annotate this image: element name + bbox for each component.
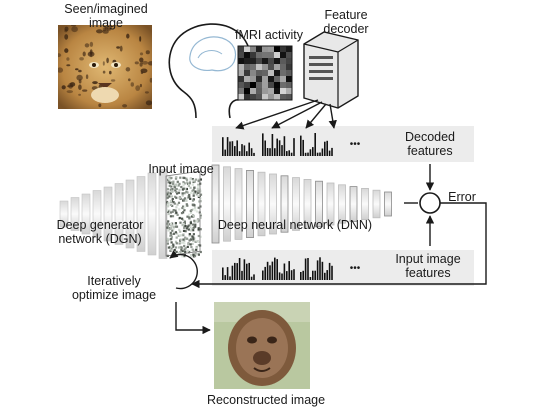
seen-image-label: Seen/imagined image — [64, 2, 148, 30]
ellipsis-top: ••• — [349, 139, 361, 150]
decoded-features-label: Decoded features — [404, 130, 456, 158]
decoded-features-band — [212, 126, 474, 162]
fmri-activity-grid — [237, 45, 293, 101]
reconstructed-image-photo — [214, 302, 310, 389]
input-image-noise — [165, 170, 203, 258]
ellipsis-bottom: ••• — [349, 263, 361, 274]
input-image-label: Input image — [148, 162, 214, 176]
input-feature-bars — [222, 257, 333, 280]
input-image-features-band — [212, 250, 474, 286]
fmri-activity-label: fMRI activity — [234, 28, 304, 42]
dnn-layers — [211, 164, 392, 244]
dgn-layers — [59, 169, 168, 259]
dnn-label: Deep neural network (DNN) — [217, 218, 373, 232]
dgn-label: Deep generator network (DGN) — [56, 218, 144, 246]
seen-image-photo — [58, 25, 152, 109]
input-image-features-label: Input image features — [395, 252, 461, 280]
optimize-image-label: Iteratively optimize image — [71, 274, 157, 302]
error-label: Error — [448, 190, 476, 204]
feature-decoder-label: Feature decoder — [323, 8, 369, 36]
server-icon — [303, 31, 359, 109]
reconstructed-image-label: Reconstructed image — [206, 393, 326, 407]
error-comparator — [419, 192, 441, 214]
decoded-feature-bars — [222, 133, 333, 156]
